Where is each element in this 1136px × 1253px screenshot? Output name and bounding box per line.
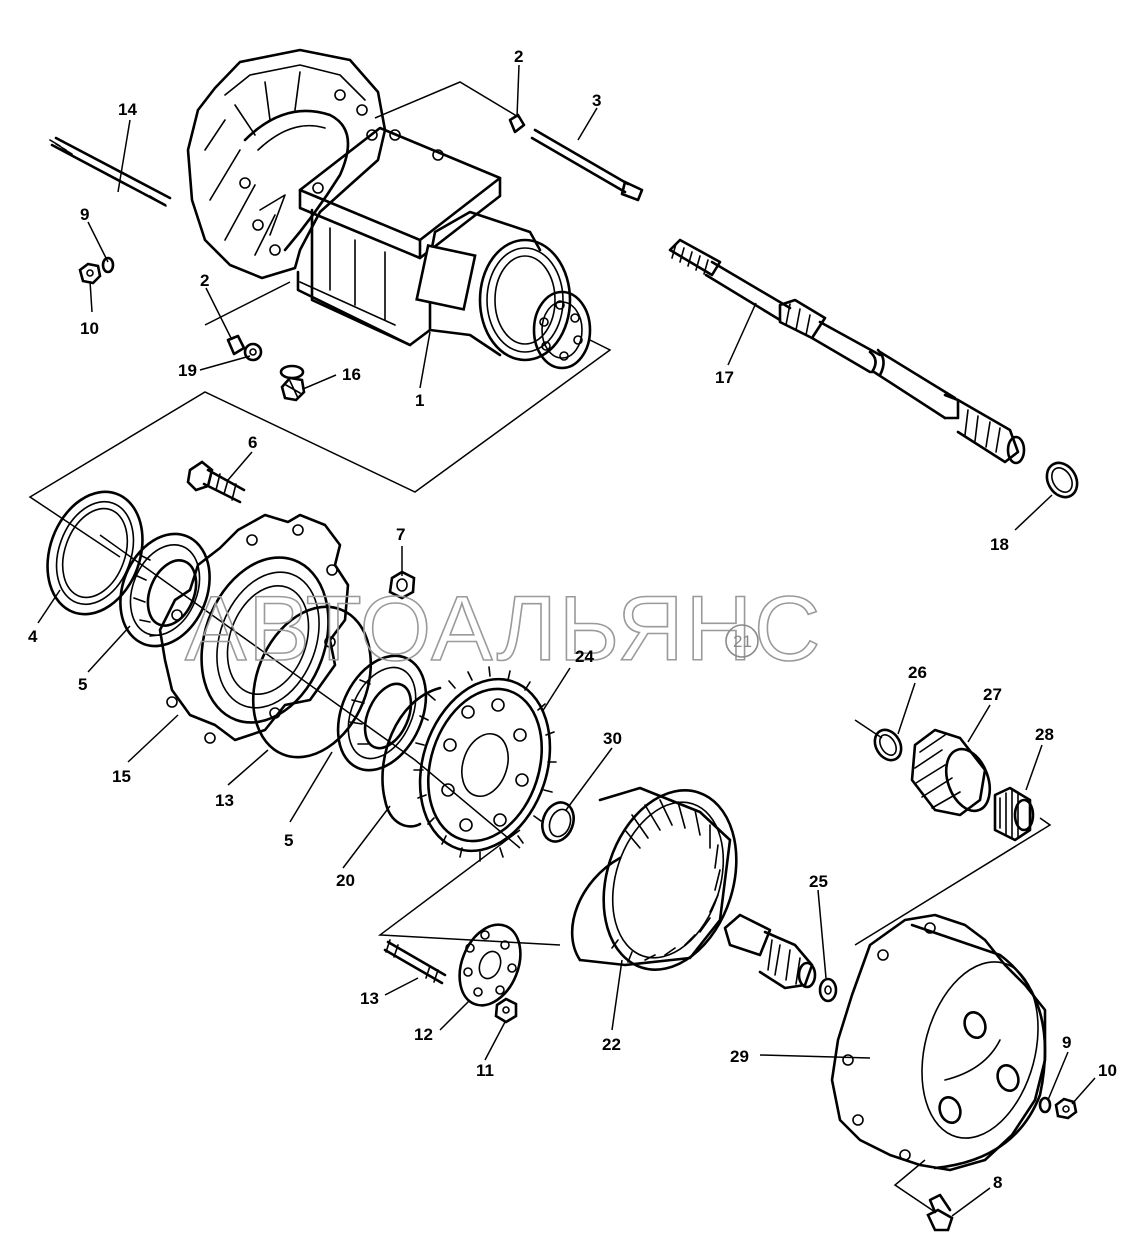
label-part-24: 24 (575, 647, 594, 666)
label-part-13: 13 (360, 989, 379, 1008)
nut-10 (78, 262, 102, 285)
label-part-5-second: 5 (284, 831, 293, 850)
watermark: АВТОАЛЬЯНС 21 (184, 577, 823, 681)
label-part-11: 11 (476, 1061, 494, 1080)
hub-frame-line (377, 829, 561, 946)
label-part-7: 7 (396, 525, 405, 544)
part-labels: 14 9 10 2 3 2 19 16 1 17 18 6 7 4 5 24 2… (28, 47, 1117, 1192)
housing-frame-line (28, 339, 612, 558)
axle-shaft-17 (668, 238, 1026, 465)
spacer-30 (541, 801, 575, 843)
axle-housing (186, 48, 592, 370)
lock-washer-2 (226, 334, 263, 362)
label-part-14: 13 (215, 791, 234, 810)
nut-10 (1054, 1097, 1078, 1120)
label-part-3: 3 (592, 91, 601, 110)
label-part-15: 15 (112, 767, 131, 786)
cover-frame-line (893, 1159, 936, 1213)
label-part-20: 14 (118, 100, 137, 119)
gear-frame-line (854, 817, 1052, 946)
gear-27 (910, 728, 992, 817)
label-part-6: 6 (248, 433, 257, 452)
washer-9 (101, 256, 115, 274)
lock-washer-2 (508, 113, 526, 134)
bearing-28 (993, 786, 1035, 842)
gear-frame-line (854, 719, 883, 739)
washer-9 (1038, 1096, 1052, 1114)
snap-ring-18 (1045, 461, 1079, 499)
housing-frame-line (204, 281, 291, 326)
label-part-26: 26 (908, 663, 927, 682)
label-part-28: 28 (1035, 725, 1054, 744)
nut-11 (494, 997, 518, 1024)
label-part-16: 16 (342, 365, 361, 384)
plug-16 (279, 364, 306, 402)
ring-gear-23 (570, 786, 738, 971)
label-part-9: 9 (80, 205, 89, 224)
label-part-1: 1 (415, 391, 424, 410)
label-part-10-right: 10 (1098, 1061, 1117, 1080)
label-part-17: 17 (715, 368, 734, 387)
label-part-22: 20 (336, 871, 355, 890)
label-part-30: 30 (603, 729, 622, 748)
gear-24 (413, 666, 557, 862)
label-part-18: 18 (990, 535, 1009, 554)
label-part-2: 2 (514, 47, 523, 66)
stud-13 (383, 939, 447, 985)
snap-ring-26 (873, 728, 903, 762)
label-part-19: 19 (178, 361, 197, 380)
label-part-27: 27 (983, 685, 1002, 704)
leader-lines (37, 64, 1096, 1217)
planet-shaft (723, 913, 817, 990)
label-part-25: 25 (809, 872, 828, 891)
label-part-29: 29 (730, 1047, 749, 1066)
bearing-5 (336, 654, 428, 772)
watermark-mark-circle (725, 624, 759, 658)
cover-29 (830, 913, 1047, 1172)
label-part-9-right: 9 (1062, 1033, 1071, 1052)
watermark-mark-text: 21 (733, 632, 752, 651)
label-part-12: 12 (414, 1025, 433, 1044)
hub-frame-line (99, 534, 521, 849)
label-part-4: 4 (28, 627, 38, 646)
label-part-23: 22 (602, 1035, 621, 1054)
label-part-8-visible: 8 (993, 1173, 1002, 1192)
label-part-10: 10 (80, 319, 99, 338)
bolt-3 (530, 128, 644, 202)
washer-25 (818, 977, 838, 1003)
label-part-2-lower: 2 (200, 271, 209, 290)
housing-frame-line (374, 81, 521, 119)
label-part-5: 5 (78, 675, 87, 694)
bolt-6 (186, 460, 246, 504)
stud-20 (49, 136, 172, 207)
watermark-text: АВТОАЛЬЯНС (185, 578, 823, 680)
thrust-washer-12 (458, 923, 522, 1007)
snap-ring-22 (381, 686, 442, 828)
bolt-8 (926, 1193, 954, 1232)
